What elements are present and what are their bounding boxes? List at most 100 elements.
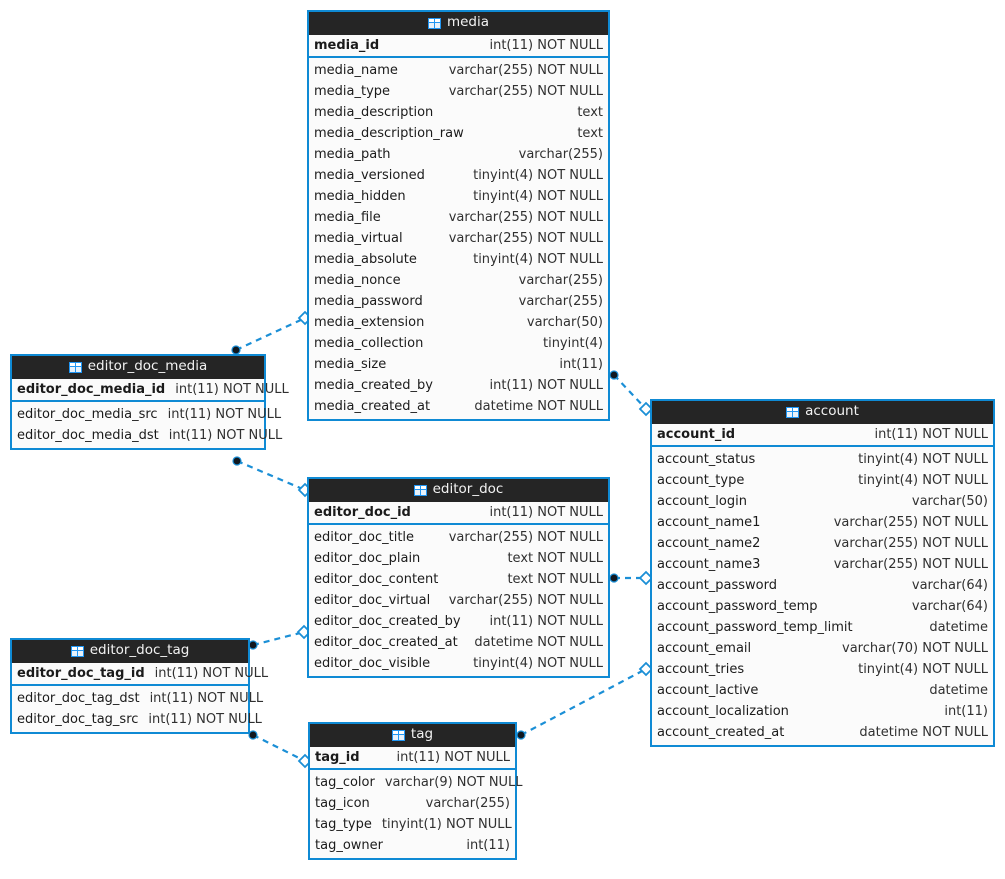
column-name: editor_doc_tag_dst bbox=[17, 691, 140, 706]
table-title: editor_doc bbox=[432, 481, 504, 498]
column-type: tinyint(4) NOT NULL bbox=[858, 662, 988, 677]
column-type: varchar(255) bbox=[518, 294, 603, 309]
relationship-editor_doc_media-to-editor_doc[interactable] bbox=[232, 456, 313, 498]
column-name: editor_doc_visible bbox=[314, 656, 431, 671]
relationship-editor_doc-to-account[interactable] bbox=[609, 570, 654, 586]
column-type: varchar(64) bbox=[911, 578, 988, 593]
column-name: account_lactive bbox=[657, 683, 759, 698]
relationship-line bbox=[252, 734, 306, 762]
column-name: account_created_at bbox=[657, 725, 785, 740]
relationship-editor_doc_tag-to-editor_doc[interactable] bbox=[248, 624, 312, 650]
column-type: int(11) bbox=[559, 357, 603, 372]
column-name: media_nonce bbox=[314, 273, 401, 288]
relationship-endpoint-filled-circle bbox=[248, 730, 258, 740]
column-type: int(11) bbox=[466, 838, 510, 853]
column-row[interactable]: account_lactive datetime bbox=[652, 680, 993, 701]
relationship-endpoint-filled-circle bbox=[232, 456, 242, 466]
column-row[interactable]: account_created_at datetime NOT NULL bbox=[652, 722, 993, 743]
column-type: int(11) NOT NULL bbox=[489, 38, 603, 53]
column-type: int(11) NOT NULL bbox=[149, 691, 264, 706]
column-name: editor_doc_tag_src bbox=[17, 712, 139, 727]
column-name: account_name3 bbox=[657, 557, 761, 572]
column-type: datetime bbox=[929, 683, 988, 698]
relationship-editor_doc_media-to-media[interactable] bbox=[231, 310, 313, 355]
relationship-endpoint-filled-circle bbox=[248, 640, 258, 650]
column-type: tinyint(4) NOT NULL bbox=[473, 252, 603, 267]
table-title: account bbox=[805, 403, 859, 420]
column-name: account_type bbox=[657, 473, 745, 488]
column-type: datetime NOT NULL bbox=[474, 635, 603, 650]
column-type: varchar(255) bbox=[518, 147, 603, 162]
column-name: account_id bbox=[657, 427, 736, 442]
column-name: media_path bbox=[314, 147, 391, 162]
column-type: varchar(255) bbox=[425, 796, 510, 811]
column-name: editor_doc_media_id bbox=[17, 382, 166, 397]
column-type: varchar(255) NOT NULL bbox=[448, 593, 603, 608]
relationship-media-to-account[interactable] bbox=[609, 370, 654, 417]
column-row[interactable]: media_path varchar(255) bbox=[309, 144, 608, 165]
column-type: datetime NOT NULL bbox=[859, 725, 988, 740]
column-name: editor_doc_id bbox=[314, 505, 411, 520]
column-row[interactable]: editor_doc_tag_dst int(11) NOT NULL bbox=[12, 688, 263, 709]
relationship-editor_doc_tag-to-tag[interactable] bbox=[248, 730, 313, 769]
